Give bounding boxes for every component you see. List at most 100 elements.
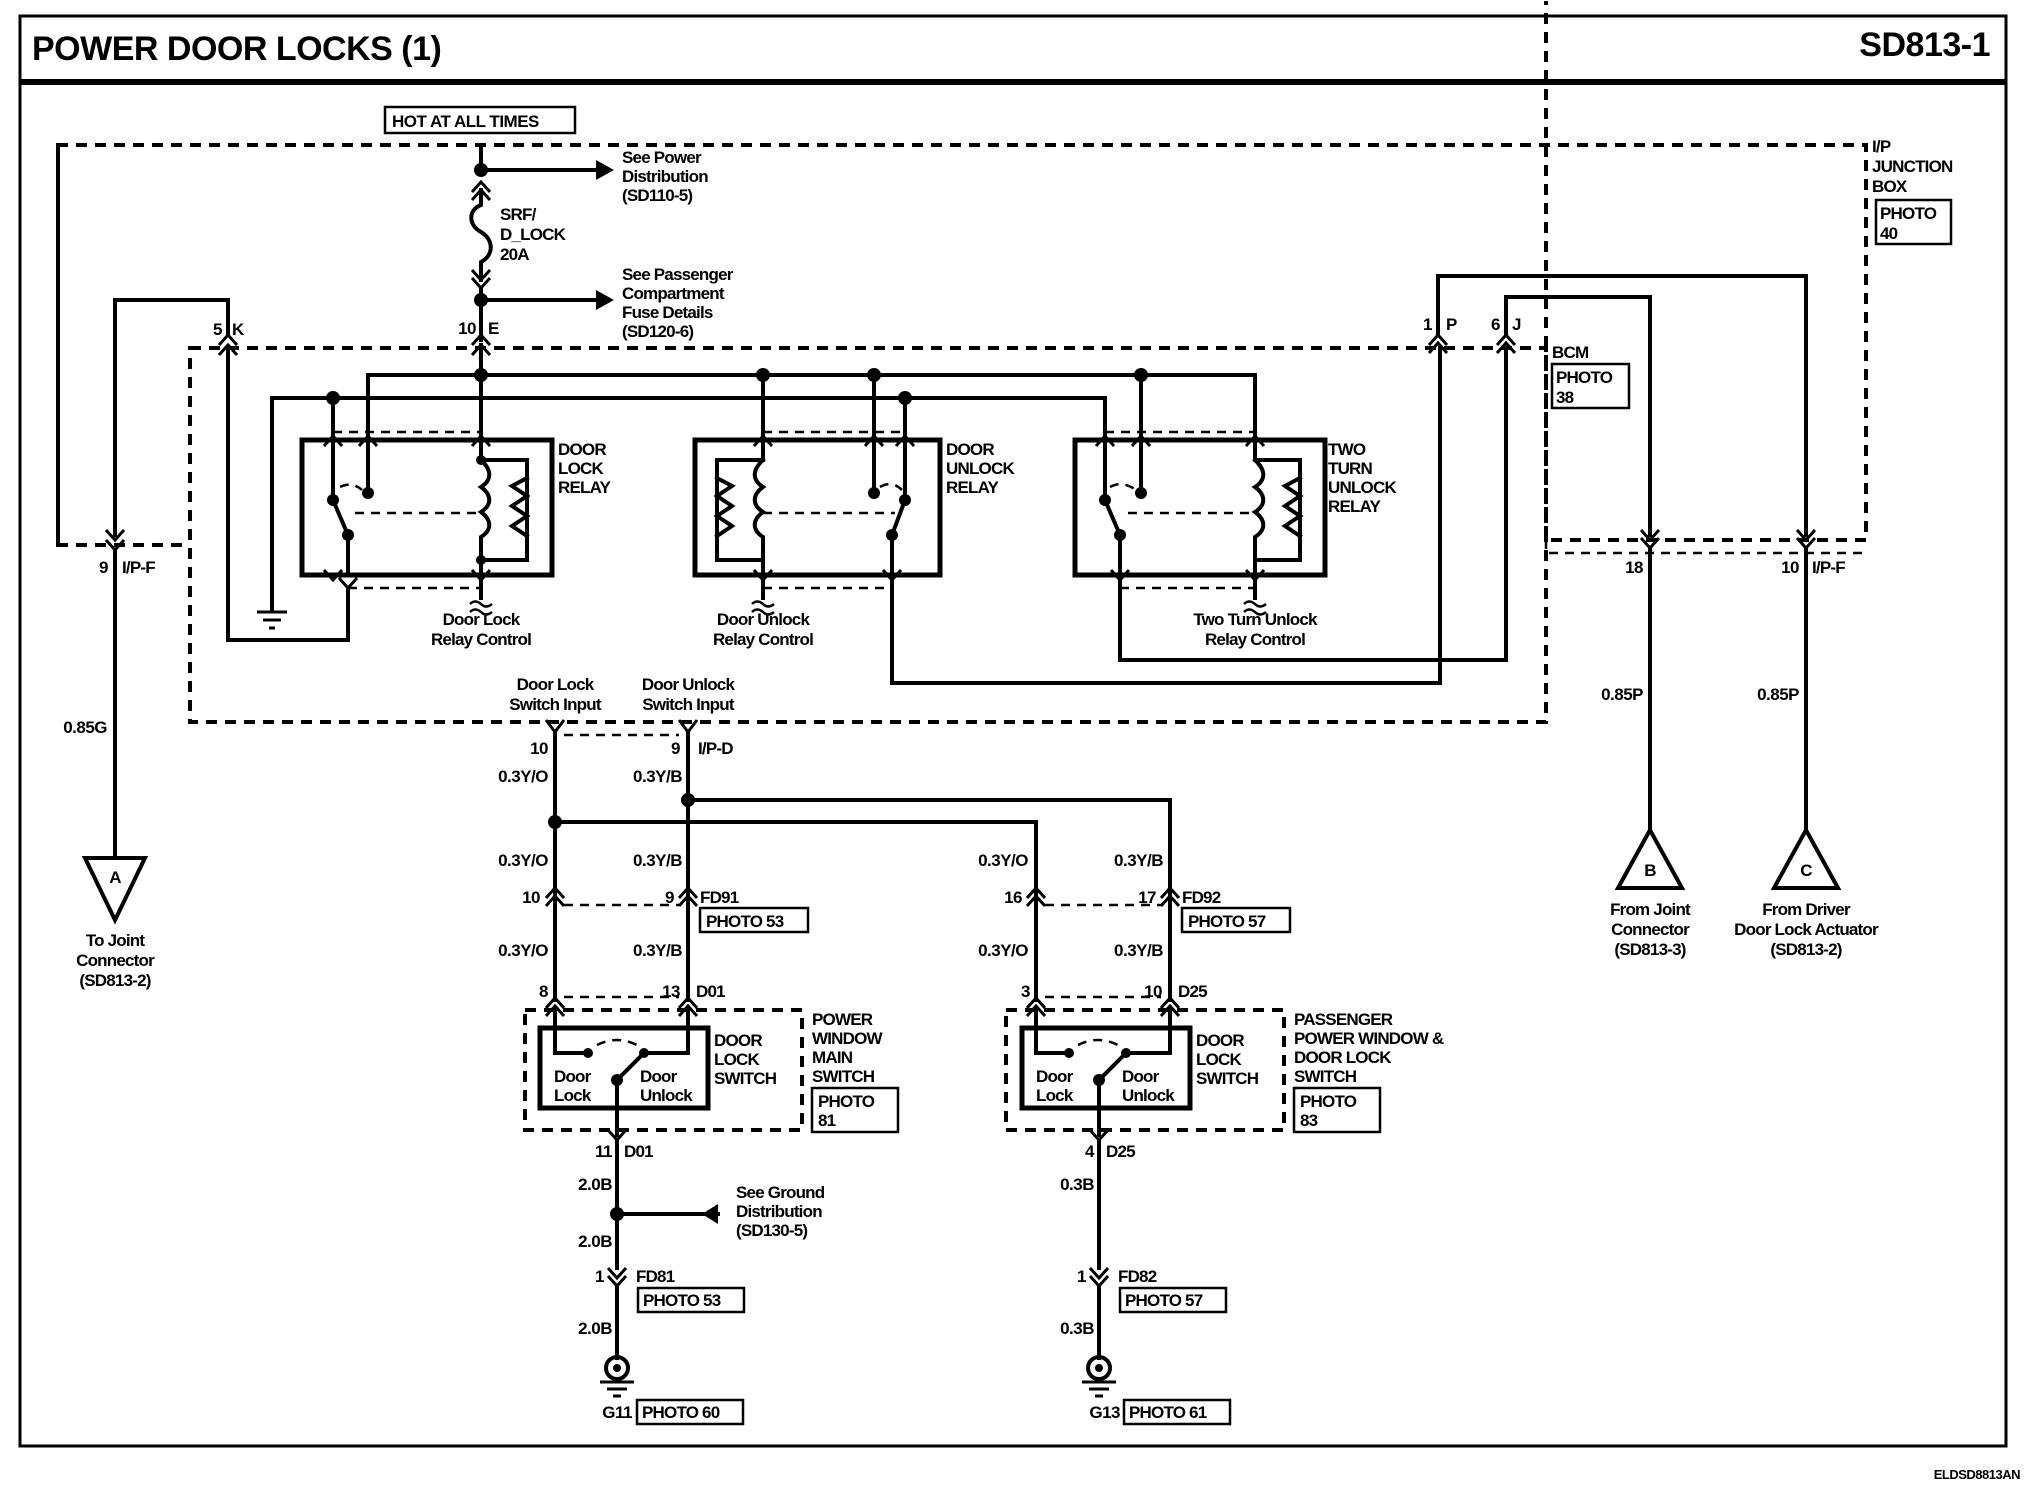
switch-arm (614, 1050, 647, 1137)
mechanical-link (1109, 482, 1255, 515)
switch-pos-unlock-2: Unlock (1122, 1086, 1175, 1105)
page-title: POWER DOOR LOCKS (1) (32, 30, 441, 68)
wire-label-085p-b: 0.85P (1601, 685, 1643, 704)
pin-ipf18-num: 18 (1625, 558, 1643, 577)
fuse-label-3: 20A (500, 245, 529, 264)
d25-pin-a: 3 (1021, 982, 1030, 1001)
relay-box (1072, 437, 1328, 578)
pin-ipf9-conn: I/P-F (122, 558, 155, 577)
contact-dot (868, 487, 880, 499)
arrow-right-icon (596, 160, 614, 180)
resistor-icon (713, 475, 736, 539)
module-photo-2: 83 (1300, 1111, 1318, 1130)
offpage-c-text-3: (SD813-2) (1770, 940, 1841, 959)
power-window-main-switch-outline (523, 1008, 804, 1132)
connector-icon (544, 885, 699, 908)
d01-in-name: D01 (696, 982, 725, 1001)
junction-box-photo-1: PHOTO (1880, 204, 1937, 223)
contact-dot (899, 494, 911, 506)
contact-dot (342, 529, 354, 541)
door-lock-switch-box (537, 1025, 711, 1111)
relay-label-2: LOCK (558, 459, 604, 478)
contact-dot (611, 1074, 623, 1086)
offpage-a-letter: A (109, 868, 121, 887)
wire-085p-b (1504, 295, 1652, 537)
fuse-ref-4: (SD120-6) (622, 322, 693, 341)
coil-icon (1251, 438, 1302, 577)
module-label-3: MAIN (812, 1048, 853, 1067)
switch-wires (1034, 1008, 1172, 1055)
ground-g11-name: G11 (602, 1403, 632, 1422)
resistor-icon (508, 475, 531, 539)
pin-ipf10-conn: I/P-F (1812, 558, 1845, 577)
page-code: SD813-1 (1859, 26, 1990, 64)
pin-ipd10-num: 10 (530, 739, 548, 758)
relay-control-2: Relay Control (431, 630, 531, 649)
module-label-2: WINDOW (812, 1029, 884, 1048)
ground-g11-icon (600, 1355, 634, 1398)
switch-pos-unlock-1: Door (640, 1067, 678, 1086)
mechanical-link (339, 483, 481, 515)
wire-label-yo: 0.3Y/O (978, 851, 1028, 870)
hot-at-all-times-box (383, 105, 577, 135)
fuse-ref-3: Fuse Details (622, 303, 713, 322)
connector-icon (606, 1266, 628, 1289)
wire-label-yo: 0.3Y/O (498, 851, 548, 870)
connector-icon (1088, 1266, 1110, 1289)
fuse-ref-1: See Passenger (622, 265, 734, 284)
connector-icon (544, 995, 699, 1018)
contact-dot (1064, 1048, 1074, 1058)
relay-label-3: RELAY (946, 478, 1000, 497)
pin-p1-num: 1 (1423, 315, 1432, 334)
module-label-4: SWITCH (1294, 1067, 1357, 1086)
ground-g13-photo-box (1122, 1398, 1232, 1426)
passenger-switch-wires (553, 798, 1172, 892)
switch-pos-lock-1: Door (1036, 1067, 1074, 1086)
power-ref-3: (SD110-5) (622, 186, 692, 205)
wire-label-yb: 0.3Y/B (633, 941, 682, 960)
connector-icon (322, 433, 492, 448)
offpage-b-text-3: (SD813-3) (1614, 940, 1685, 959)
relay-box (692, 437, 943, 578)
wire-label-yb: 0.3Y/B (633, 851, 682, 870)
fuse-ref-2: Compartment (622, 284, 725, 303)
offpage-c-text-1: From Driver (1762, 900, 1851, 919)
ground-g13-name: G13 (1089, 1403, 1120, 1422)
switch-pos-lock-2: Lock (554, 1086, 592, 1105)
d25-out-name: D25 (1106, 1142, 1135, 1161)
door-lock-switch-box (1019, 1025, 1193, 1111)
ground-ref-2: Distribution (736, 1202, 822, 1221)
switch-label-3: SWITCH (1196, 1069, 1259, 1088)
fd81-pin: 1 (595, 1267, 604, 1286)
switch-label-2: LOCK (1196, 1050, 1242, 1069)
offpage-connector-a-icon (81, 856, 149, 925)
bcm-photo-1: PHOTO (1556, 368, 1613, 387)
power-ref-1: See Power (622, 148, 702, 167)
relay-contact-wires (1103, 438, 1143, 577)
contact-dot (886, 529, 898, 541)
junction-box-photo-box (1874, 198, 1953, 246)
bcm-outline (188, 346, 1548, 724)
wire-label-03b: 0.3B (1060, 1175, 1094, 1194)
offpage-a-text-1: To Joint (86, 931, 146, 950)
pin-k5-num: 5 (213, 320, 222, 339)
wire-label-2b: 2.0B (578, 1232, 612, 1251)
module-photo-box (1292, 1086, 1382, 1134)
offpage-a-text-3: (SD813-2) (79, 971, 150, 990)
drawing-id: ELDSD8813AN (1934, 1467, 2020, 1482)
relay-contact-wires (331, 438, 370, 502)
module-photo-2: 81 (818, 1111, 836, 1130)
contact-dot (362, 487, 374, 499)
module-photo-1: PHOTO (1300, 1092, 1357, 1111)
wire-label-03b: 0.3B (1060, 1319, 1094, 1338)
power-bus-wire (366, 373, 1257, 442)
ground-g11-photo-box (635, 1398, 745, 1426)
wire-break-icon (1243, 600, 1267, 616)
bcm-label: BCM (1552, 343, 1589, 362)
fd92-photo: PHOTO 57 (1188, 912, 1266, 931)
fd81-photo: PHOTO 53 (643, 1291, 721, 1310)
mechanical-link (763, 482, 903, 515)
module-label-1: PASSENGER (1294, 1010, 1393, 1029)
relay-contact-wires (872, 438, 907, 577)
ground-ref-1: See Ground (736, 1183, 825, 1202)
